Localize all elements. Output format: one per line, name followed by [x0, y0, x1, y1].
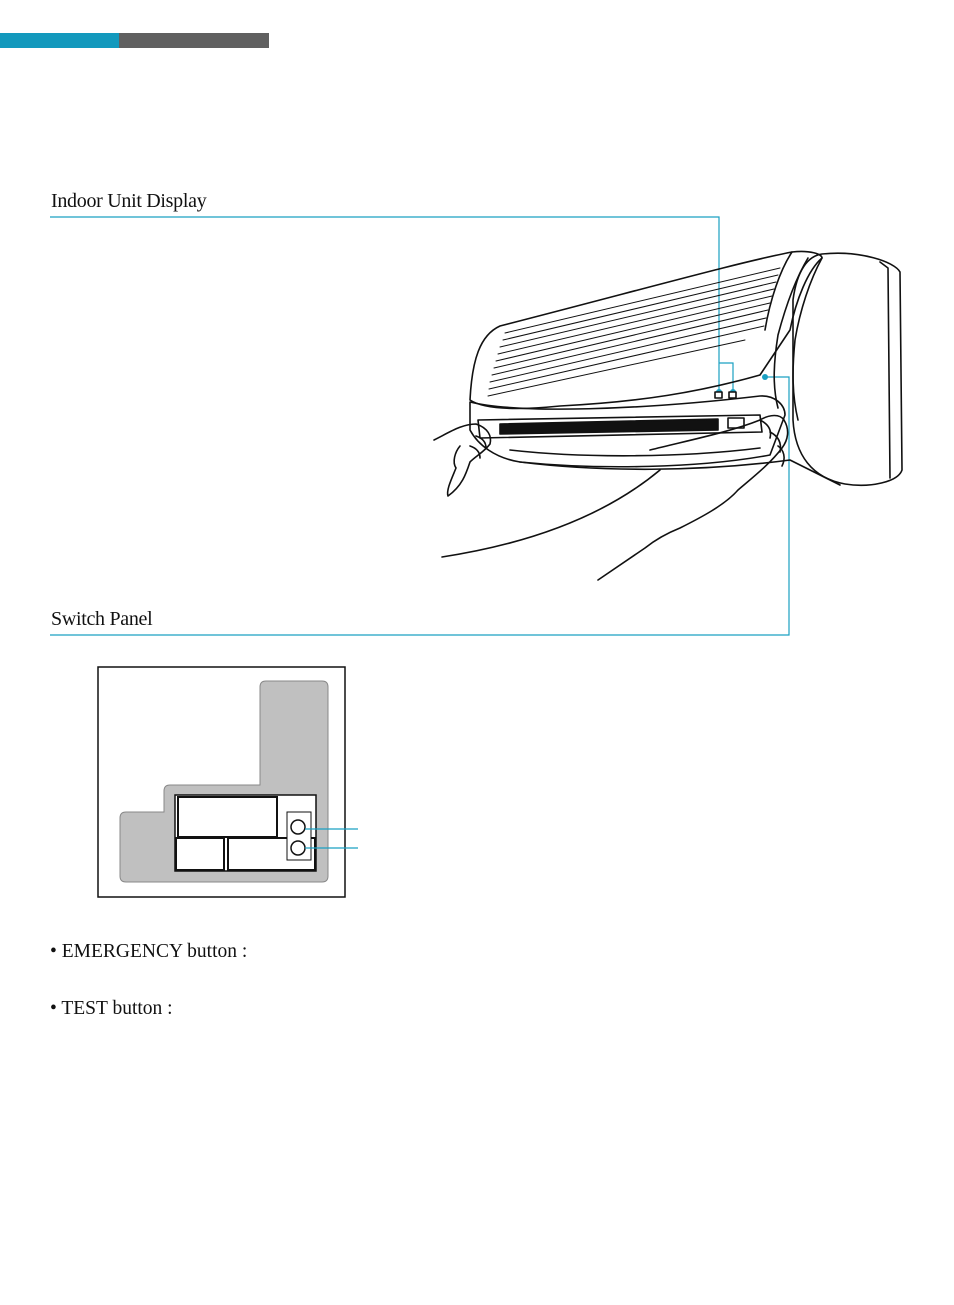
unit-side-cap — [792, 252, 903, 487]
emergency-button-bullet: • EMERGENCY button : — [50, 941, 248, 962]
air-outlet — [477, 414, 763, 439]
display-led-2 — [728, 391, 737, 399]
switch-panel-heading: Switch Panel — [51, 608, 153, 630]
indoor-unit-display-heading: Indoor Unit Display — [51, 190, 207, 212]
unit-top-panel — [469, 250, 823, 410]
switch-panel-dot — [762, 374, 768, 380]
air-conditioner-illustration — [433, 250, 903, 581]
indoor-display-leader-line — [50, 216, 720, 392]
switch-panel-leader-line — [50, 376, 790, 636]
switch-panel-display-window — [177, 796, 278, 838]
test-button[interactable] — [290, 840, 306, 856]
switch-panel-block-left — [175, 837, 225, 871]
indoor-display-leader-branch — [719, 362, 734, 392]
arm-outline — [441, 469, 661, 558]
left-hand — [433, 423, 492, 497]
right-hand — [597, 414, 789, 581]
test-button-bullet: • TEST button : — [50, 998, 173, 1019]
header-secondary-bar — [119, 33, 269, 48]
switch-panel-diagram — [97, 666, 358, 898]
emergency-button[interactable] — [290, 819, 306, 835]
display-led-1 — [714, 391, 723, 399]
header-accent-bar — [0, 33, 119, 48]
